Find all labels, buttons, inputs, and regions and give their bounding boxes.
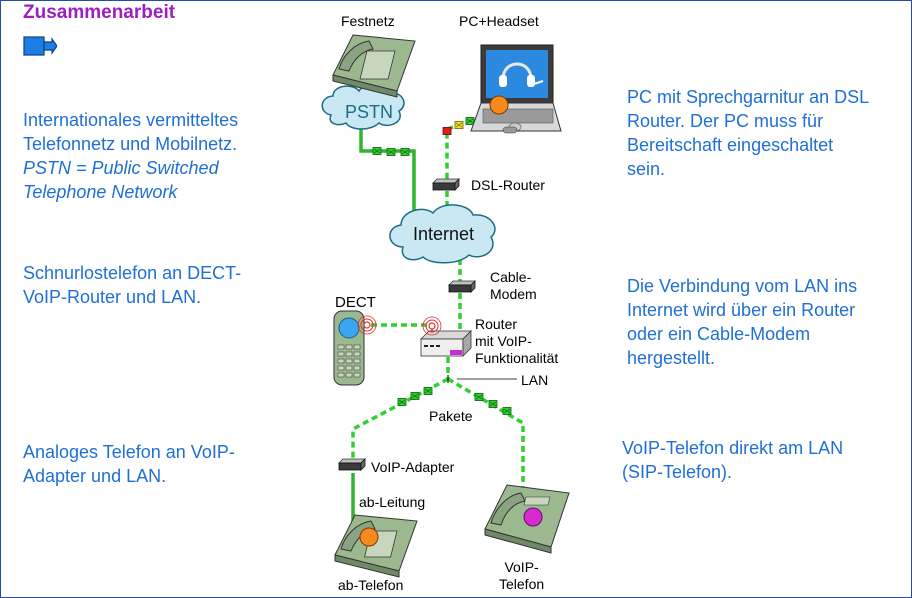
dect-desc-line: VoIP-Router und LAN. (23, 287, 202, 307)
internet-label: Internet (413, 224, 475, 244)
pc-desc-line: sein. (627, 159, 666, 179)
pstn-cloud-label: PSTN (345, 102, 394, 122)
packet-icon (372, 147, 382, 155)
dsl-router-icon (432, 178, 460, 191)
pc-desc-line: Bereitschaft eingeschaltet (627, 135, 834, 155)
packet-icon (410, 392, 420, 400)
voip-adapter-icon (338, 458, 366, 471)
pc-description: PC mit Sprechgarnitur an DSL Router. Der… (627, 85, 869, 181)
packet-icon (502, 407, 512, 415)
sip-description: VoIP-Telefon direkt am LAN (SIP-Telefon)… (622, 436, 843, 484)
pstn-link (359, 119, 416, 213)
lan-desc-line: Die Verbindung vom LAN ins (627, 276, 858, 296)
pc-desc-line: PC mit Sprechgarnitur an DSL (627, 87, 870, 107)
sip-phone-icon (484, 484, 570, 554)
router-label-line: Router (475, 316, 518, 332)
next-arrow-icon[interactable] (23, 35, 57, 57)
packet-icon (423, 387, 433, 395)
voip-telefon-label-line: Telefon (499, 576, 545, 592)
voip-adapter-label: VoIP-Adapter (371, 459, 455, 475)
packet-icon (474, 393, 484, 401)
analog-desc-line: Adapter und LAN. (23, 466, 167, 486)
sip-desc-line: (SIP-Telefon). (622, 462, 733, 482)
festnetz-label: Festnetz (341, 13, 395, 29)
packet-icon (386, 148, 396, 156)
analog-description: Analoges Telefon an VoIP- Adapter und LA… (23, 440, 235, 488)
voip-router-icon (420, 316, 472, 357)
sip-desc-line: VoIP-Telefon direkt am LAN (622, 438, 844, 458)
dsl-router-label: DSL-Router (471, 177, 545, 193)
ab-telefon-label: ab-Telefon (338, 577, 404, 593)
internet-cloud (389, 204, 496, 264)
packet-yellow-icon (454, 121, 464, 129)
voip-telefon-label: VoIP- Telefon (499, 559, 544, 593)
dect-label: DECT (335, 294, 376, 311)
router-label: Router mit VoIP- Funktionalität (475, 316, 558, 367)
packet-icon (488, 400, 498, 408)
lan-desc-line: hergestellt. (627, 348, 716, 368)
pstn-desc-line: Telefonnetz und Mobilnetz. (23, 134, 238, 154)
cable-modem-label-line: Cable- (490, 269, 532, 285)
slide-title: Zusammenarbeit (23, 2, 176, 23)
dect-description: Schnurlostelefon an DECT- VoIP-Router un… (23, 261, 241, 309)
festnetz-phone-icon (332, 34, 416, 98)
pc-desc-line: Router. Der PC muss für (627, 111, 824, 131)
lan-desc-line: oder ein Cable-Modem (627, 324, 811, 344)
pakete-label: Pakete (429, 408, 473, 424)
cable-modem-icon (448, 280, 476, 293)
cable-modem-label-line: Modem (490, 286, 537, 302)
lan-sip-link (447, 377, 525, 489)
analog-desc-line: Analoges Telefon an VoIP- (23, 442, 235, 462)
pc-headset-label: PC+Headset (459, 13, 539, 29)
lan-description: Die Verbindung vom LAN ins Internet wird… (627, 274, 857, 370)
dect-phone-icon (333, 310, 377, 386)
packet-icon (465, 117, 475, 125)
pstn-desc-italic-line: Telephone Network (23, 182, 178, 202)
analog-phone-icon (334, 514, 418, 578)
pstn-description: Internationales vermitteltes Telefonnetz… (23, 108, 238, 204)
pstn-desc-line: Internationales vermitteltes (23, 110, 239, 130)
packet-icon (400, 148, 410, 156)
dect-desc-line: Schnurlostelefon an DECT- (23, 263, 242, 283)
router-label-line: Funktionalität (475, 350, 559, 366)
pstn-desc-italic-line: PSTN = Public Switched (23, 158, 219, 178)
voip-telefon-label-line: VoIP- (504, 559, 539, 575)
lan-desc-line: Internet wird über ein Router (627, 300, 856, 320)
packet-red-icon (442, 127, 452, 135)
ab-leitung-label: ab-Leitung (359, 494, 426, 510)
pc-headset-icon (470, 44, 562, 134)
pstn-cloud (321, 83, 405, 130)
lan-label: LAN (521, 372, 549, 388)
cable-modem-label: Cable- Modem (490, 269, 537, 303)
packet-icon (397, 398, 407, 406)
router-label-line: mit VoIP- (475, 333, 532, 349)
